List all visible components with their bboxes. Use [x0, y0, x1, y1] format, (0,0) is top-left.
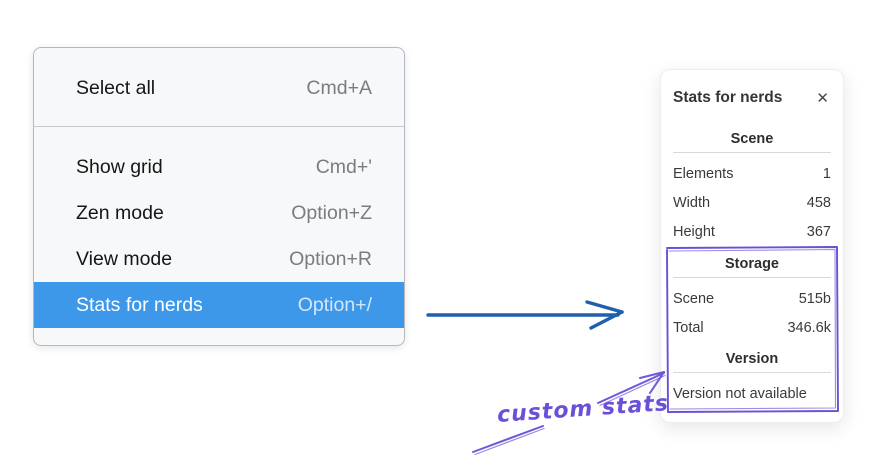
stats-panel: Stats for nerds ✕ Scene Elements 1 Width… — [660, 69, 844, 423]
storage-rows: Scene 515b Total 346.6k — [673, 284, 831, 342]
context-menu: Select all Cmd+A Show grid Cmd+' Zen mod… — [33, 47, 405, 346]
section-heading-scene: Scene — [673, 131, 831, 153]
menu-item-shortcut: Cmd+' — [315, 155, 372, 178]
stat-row-height: Height 367 — [673, 217, 831, 246]
menu-item-label: Zen mode — [76, 201, 164, 224]
version-note: Version not available — [673, 385, 807, 402]
scene-rows: Elements 1 Width 458 Height 367 — [673, 159, 831, 246]
menu-item-label: Select all — [76, 76, 156, 99]
menu-item-view-mode[interactable]: View mode Option+R — [34, 236, 404, 282]
close-icon[interactable]: ✕ — [816, 89, 829, 107]
menu-item-select-all[interactable]: Select all Cmd+A — [34, 65, 404, 111]
annotation-label: custom stats — [496, 391, 670, 428]
menu-divider — [34, 126, 404, 127]
section-heading-storage: Storage — [673, 256, 831, 278]
stat-value: 367 — [806, 223, 831, 240]
menu-item-shortcut: Option+R — [289, 247, 372, 270]
section-heading-version: Version — [673, 351, 831, 373]
stat-label: Height — [673, 223, 715, 240]
menu-item-label: View mode — [76, 247, 173, 270]
stat-value: 346.6k — [787, 319, 831, 336]
stat-row-scene-storage: Scene 515b — [673, 284, 831, 313]
menu-section: Show grid Cmd+' Zen mode Option+Z View m… — [34, 127, 404, 345]
menu-item-label: Stats for nerds — [76, 293, 203, 316]
menu-section: Select all Cmd+A — [34, 48, 404, 126]
stat-label: Scene — [673, 290, 715, 307]
flow-arrow-icon — [426, 300, 624, 330]
menu-item-shortcut: Option+Z — [291, 201, 372, 224]
panel-title: Stats for nerds — [673, 89, 783, 106]
stat-value: 515b — [798, 290, 831, 307]
menu-item-show-grid[interactable]: Show grid Cmd+' — [34, 144, 404, 190]
stat-label: Elements — [673, 165, 734, 182]
stat-value: 1 — [822, 165, 831, 182]
stat-row-total-storage: Total 346.6k — [673, 313, 831, 342]
menu-item-shortcut: Option+/ — [297, 293, 372, 316]
stats-panel-header: Stats for nerds ✕ — [673, 87, 831, 109]
menu-item-shortcut: Cmd+A — [306, 76, 372, 99]
stat-row-elements: Elements 1 — [673, 159, 831, 188]
menu-item-label: Show grid — [76, 155, 163, 178]
stat-label: Total — [673, 319, 704, 336]
menu-item-stats-for-nerds[interactable]: Stats for nerds Option+/ — [34, 282, 404, 328]
stat-label: Width — [673, 194, 711, 211]
menu-item-zen-mode[interactable]: Zen mode Option+Z — [34, 190, 404, 236]
stat-value: 458 — [806, 194, 831, 211]
stat-row-width: Width 458 — [673, 188, 831, 217]
